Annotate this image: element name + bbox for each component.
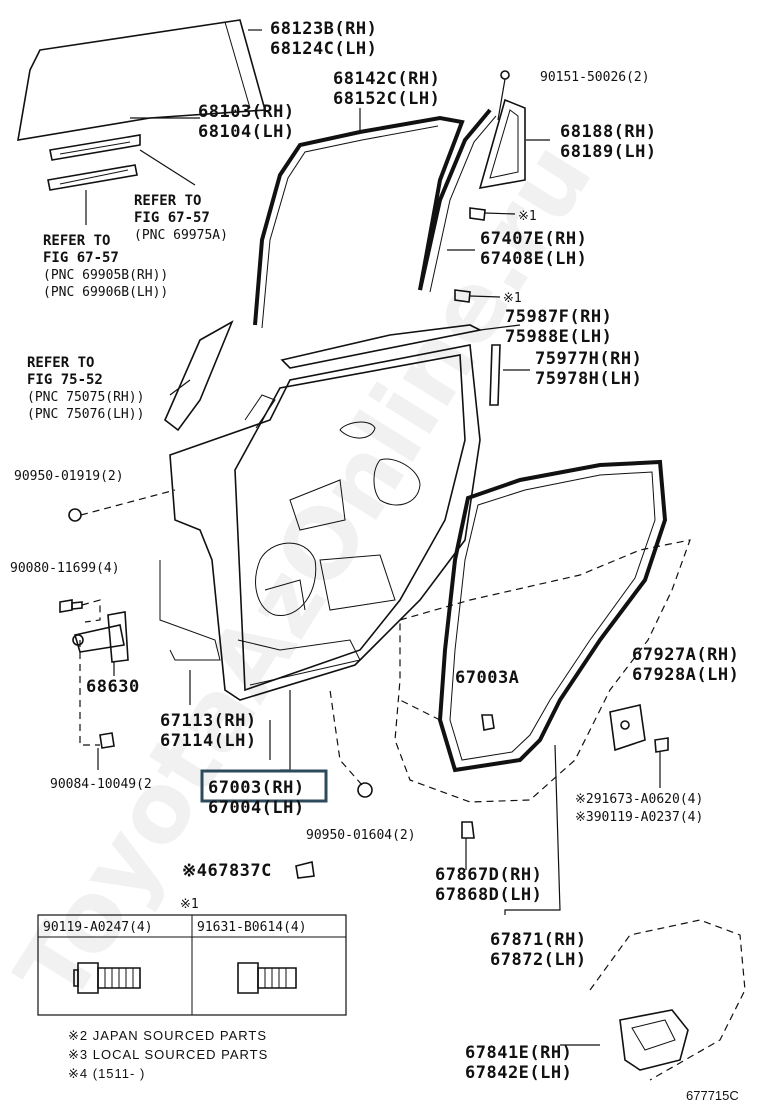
label-90151-50026: 90151-50026(2) <box>540 70 650 85</box>
refer-note-3-line4: (PNC 75076(LH)) <box>27 407 144 422</box>
striker-67927a <box>609 704 646 752</box>
label-68104: 68104(LH) <box>198 122 295 142</box>
refer-note-2-line4: (PNC 69906B(LH)) <box>43 285 168 300</box>
refer-note-1-line3: (PNC 69975A) <box>134 228 228 243</box>
refer-note-2-line3: (PNC 69905B(RH)) <box>43 268 168 283</box>
label-68124c: 68124C(LH) <box>270 39 377 59</box>
note-production-date: ※4 (1511- ) <box>68 1066 145 1081</box>
label-67872: 67872(LH) <box>490 950 587 970</box>
label-67003: 67003(RH) <box>208 778 305 798</box>
label-68142c: 68142C(RH) <box>333 69 440 89</box>
bolt-table: ※1 90119-A0247(4) 91631-B0614(4) <box>37 897 347 1016</box>
refer-note-2-line2: FIG 67-57 <box>43 250 119 266</box>
refer-note-1-line1: REFER TO <box>134 193 201 209</box>
clip-67003a <box>481 714 495 731</box>
label-67841e: 67841E(RH) <box>465 1043 572 1063</box>
pillar-garnish-75977h <box>489 344 501 406</box>
front-garnish <box>164 320 234 432</box>
label-75988e: 75988E(LH) <box>505 327 612 347</box>
label-67004: 67004(LH) <box>208 798 305 818</box>
bolt-table-col2: 91631-B0614(4) <box>197 920 307 935</box>
label-90080-11699: 90080-11699(4) <box>10 561 120 576</box>
label-91673-a0620: ※291673-A0620(4) <box>575 792 703 807</box>
screw-mark1-upper <box>469 207 516 221</box>
refer-note-2-line1: REFER TO <box>43 233 110 249</box>
quarter-glass-68188 <box>478 98 526 190</box>
label-75977h: 75977H(RH) <box>535 349 642 369</box>
weatherstrip-dashed-outline <box>394 539 691 803</box>
label-68123b: 68123B(RH) <box>270 19 377 39</box>
division-bar-67407e <box>418 108 497 293</box>
glass-run-strips <box>47 134 141 191</box>
plug-67837c <box>295 861 315 879</box>
clip-90950-01919 <box>68 489 176 522</box>
note-local-sourced: ※3 LOCAL SOURCED PARTS <box>68 1047 268 1062</box>
leader-lines <box>85 29 600 1046</box>
label-90950-01604: 90950-01604(2) <box>306 828 416 843</box>
label-75987f: 75987F(RH) <box>505 307 612 327</box>
figure-id: 677715C <box>686 1088 739 1103</box>
label-67837c: ※467837C <box>182 861 272 881</box>
label-90119-a0237: ※390119-A0237(4) <box>575 810 703 825</box>
note-japan-sourced: ※2 JAPAN SOURCED PARTS <box>68 1028 267 1043</box>
inset-inner-handle <box>589 919 746 1081</box>
label-75978h: 75978H(LH) <box>535 369 642 389</box>
clip-90950-01604 <box>329 689 373 798</box>
label-90950-01919: 90950-01919(2) <box>14 469 124 484</box>
label-67928a: 67928A(LH) <box>632 665 739 685</box>
refer-note-3-line3: (PNC 75075(RH)) <box>27 390 144 405</box>
door-check-68630 <box>72 611 129 676</box>
label-67871: 67871(RH) <box>490 930 587 950</box>
hex-bolt-icon <box>237 962 297 994</box>
bolt-90084-10049 <box>79 640 115 749</box>
label-67114: 67114(LH) <box>160 731 257 751</box>
label-67003a: 67003A <box>455 668 519 688</box>
belt-moulding-75987f <box>280 324 483 369</box>
label-67113: 67113(RH) <box>160 711 257 731</box>
label-68188: 68188(RH) <box>560 122 657 142</box>
bolt-90080-11699 <box>59 599 101 623</box>
screw-mark1-lower <box>454 289 501 303</box>
clip-67867d <box>461 821 475 839</box>
label-68630: 68630 <box>86 677 140 697</box>
label-67867d: 67867D(RH) <box>435 865 542 885</box>
refer-note-1-line2: FIG 67-57 <box>134 210 210 226</box>
label-67927a: 67927A(RH) <box>632 645 739 665</box>
label-68152c: 68152C(LH) <box>333 89 440 109</box>
bolt-table-mark: ※1 <box>180 897 199 912</box>
screw-91673 <box>654 737 669 788</box>
weatherstrip-67871 <box>437 459 668 773</box>
label-67408e: 67408E(LH) <box>480 249 587 269</box>
label-90084-10049: 90084-10049(2 <box>50 777 152 792</box>
bolt-table-col1: 90119-A0247(4) <box>43 920 153 935</box>
door-panel-67003 <box>159 344 481 701</box>
refer-note-3-line1: REFER TO <box>27 355 94 371</box>
flange-bolt-icon <box>73 962 141 994</box>
label-67407e: 67407E(RH) <box>480 229 587 249</box>
label-67842e: 67842E(LH) <box>465 1063 572 1083</box>
mark-1-upper: ※1 <box>518 209 537 224</box>
label-68103: 68103(RH) <box>198 102 295 122</box>
screw-90151 <box>497 70 510 121</box>
label-67868d: 67868D(LH) <box>435 885 542 905</box>
highlight-box-67003 <box>200 769 328 803</box>
refer-note-3-line2: FIG 75-52 <box>27 372 103 388</box>
mark-1-lower: ※1 <box>503 291 522 306</box>
label-68189: 68189(LH) <box>560 142 657 162</box>
